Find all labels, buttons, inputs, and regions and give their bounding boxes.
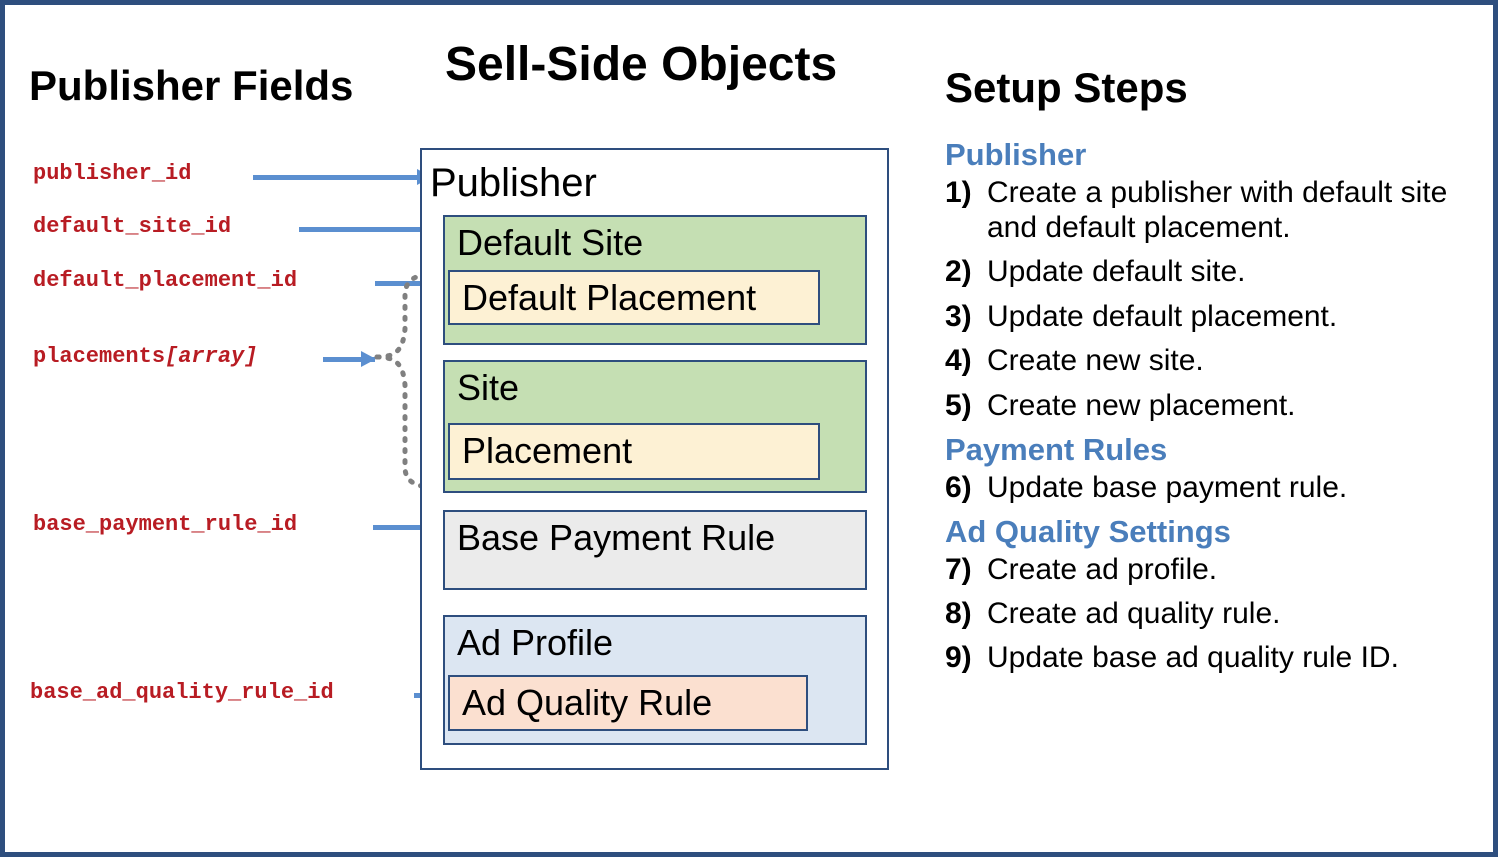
step-text: Create ad quality rule. (987, 597, 1281, 631)
field-name-text: base_payment_rule_id (33, 512, 298, 537)
field-name-text: default_placement_id (33, 268, 298, 293)
field-name-text: placements (33, 344, 166, 369)
step-text: Update base payment rule. (987, 470, 1348, 504)
step-number: 8) (945, 597, 972, 631)
default-site-label: Default Site (457, 222, 644, 263)
setup-section-heading-publisher: Publisher (945, 137, 1087, 172)
step-number: 5) (945, 388, 972, 422)
field-label-default-site-id: default_site_id (33, 216, 231, 238)
step-text: Create new placement. (987, 388, 1296, 422)
setup-section-heading-ad-quality-settings: Ad Quality Settings (945, 514, 1231, 550)
field-name-text: publisher_id (33, 161, 192, 186)
field-name-text: default_site_id (33, 214, 232, 239)
default-placement-box: Default Placement (448, 270, 820, 325)
setup-step-5: 5) Create new placement. (945, 388, 1465, 423)
setup-step-2: 2) Update default site. (945, 254, 1465, 289)
arrow-publisher-id-to-publisher (253, 169, 432, 185)
default-placement-label: Default Placement (462, 277, 757, 318)
setup-section-heading-payment-rules: Payment Rules (945, 431, 1168, 467)
step-text: Update default placement. (987, 299, 1338, 333)
field-name-text: base_ad_quality_rule_id (30, 680, 334, 705)
arrow-placements-to-dotted-junction (323, 351, 376, 367)
field-label-base-payment-rule-id: base_payment_rule_id (33, 514, 297, 536)
step-text: Create ad profile. (987, 552, 1218, 586)
step-text: Create a publisher with default site and… (987, 175, 1448, 245)
site-label: Site (457, 367, 520, 408)
step-text: Create new site. (987, 344, 1204, 378)
field-label-placements: placements[array] (33, 346, 257, 368)
setup-step-8: 8) Create ad quality rule. (945, 596, 1465, 631)
setup-step-6: 6) Update base payment rule. (945, 470, 1465, 505)
step-number: 9) (945, 641, 972, 675)
setup-steps-title: Setup Steps (945, 64, 1188, 111)
step-number: 7) (945, 552, 972, 586)
field-label-base-ad-quality-rule-id: base_ad_quality_rule_id (30, 682, 334, 704)
field-label-publisher-id: publisher_id (33, 163, 191, 185)
ad-quality-rule-box: Ad Quality Rule (448, 675, 808, 731)
setup-steps-list: Publisher 1) Create a publisher with defa… (945, 137, 1465, 685)
publisher-fields-title: Publisher Fields (29, 62, 354, 109)
ad-quality-rule-label: Ad Quality Rule (462, 682, 713, 723)
field-label-default-placement-id: default_placement_id (33, 270, 297, 292)
publisher-object-label: Publisher (430, 161, 597, 205)
placement-box: Placement (448, 423, 820, 480)
step-number: 1) (945, 175, 972, 209)
placement-label: Placement (462, 430, 633, 471)
sell-side-objects-title: Sell-Side Objects (445, 38, 838, 91)
step-number: 3) (945, 299, 972, 333)
field-array-suffix: [array] (165, 344, 258, 369)
base-payment-rule-box: Base Payment Rule (443, 510, 867, 590)
setup-step-9: 9) Update base ad quality rule ID. (945, 640, 1465, 675)
step-number: 4) (945, 344, 972, 378)
base-payment-rule-label: Base Payment Rule (457, 517, 776, 558)
setup-step-3: 3) Update default placement. (945, 299, 1465, 334)
setup-step-1: 1) Create a publisher with default site a… (945, 175, 1465, 246)
step-text: Update default site. (987, 255, 1246, 289)
step-number: 6) (945, 470, 972, 504)
ad-profile-label: Ad Profile (457, 622, 614, 663)
step-number: 2) (945, 255, 972, 289)
setup-step-4: 4) Create new site. (945, 343, 1465, 378)
setup-step-7: 7) Create ad profile. (945, 552, 1465, 587)
step-text: Update base ad quality rule ID. (987, 641, 1399, 675)
